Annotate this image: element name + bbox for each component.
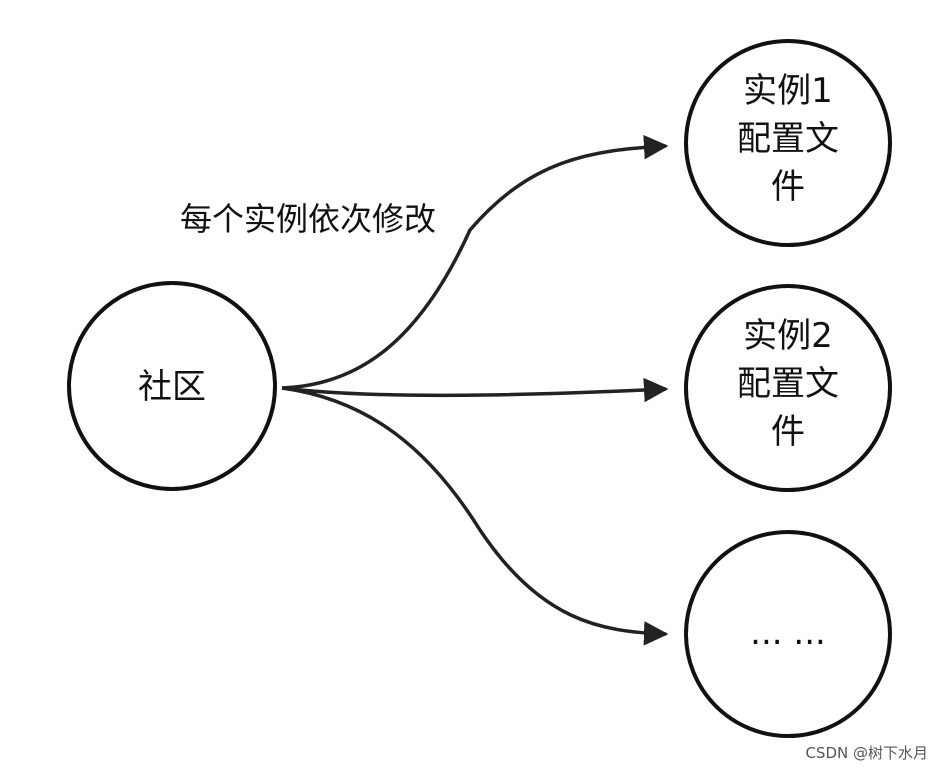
node-more: ... ... <box>684 530 892 738</box>
node-community: 社区 <box>67 281 277 491</box>
watermark: CSDN @树下水月 <box>805 744 928 762</box>
edge-label: 每个实例依次修改 <box>180 200 436 238</box>
node-instance1-line3: 件 <box>771 167 805 207</box>
edge-community-to-more <box>281 386 669 646</box>
edge-community-to-instance1 <box>281 134 669 390</box>
node-more-label: ... ... <box>750 613 826 653</box>
node-instance1-line2: 配置文 <box>737 119 839 159</box>
node-instance1-line1: 实例1 <box>743 71 833 111</box>
node-instance1: 实例1 配置文 件 <box>684 39 892 247</box>
edge-community-to-instance2 <box>281 377 669 403</box>
node-instance2-line2: 配置文 <box>737 364 839 404</box>
node-instance2-line1: 实例2 <box>743 316 833 356</box>
node-community-label: 社区 <box>138 367 206 407</box>
node-instance2-line3: 件 <box>771 412 805 452</box>
node-instance2: 实例2 配置文 件 <box>684 284 892 492</box>
